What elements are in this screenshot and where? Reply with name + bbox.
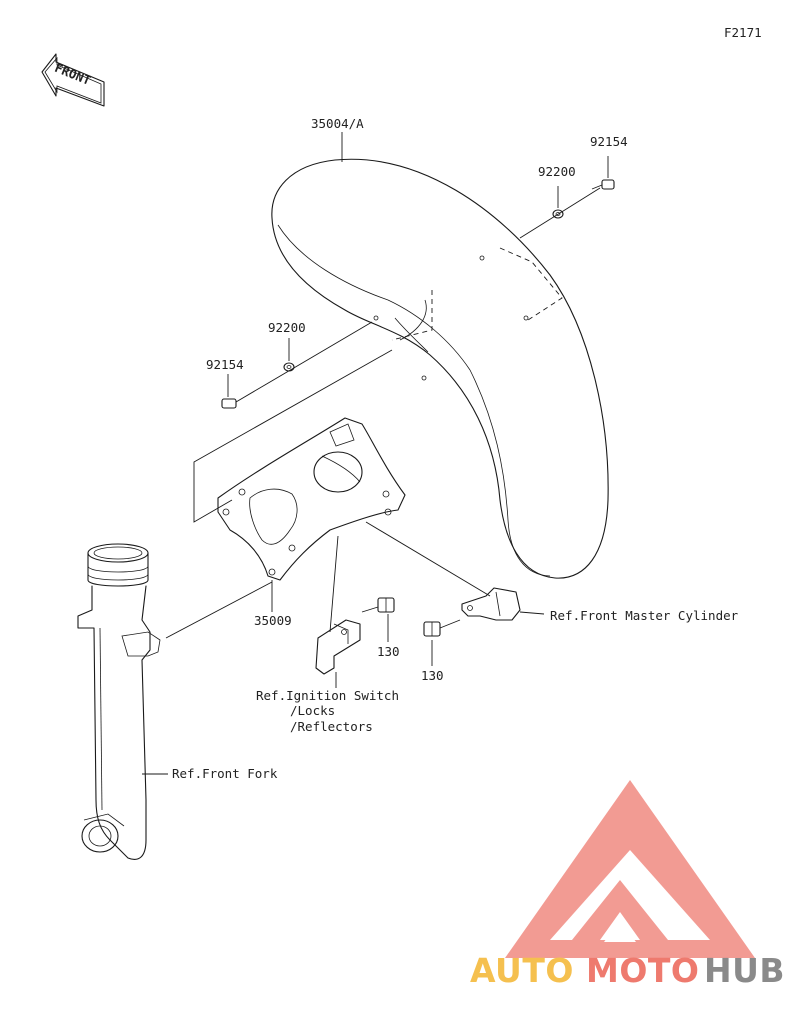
label-washer-left: 92200 [268, 320, 306, 335]
watermark-word-auto: AUTO [470, 951, 574, 990]
label-ref-ignition-2: /Locks [290, 703, 335, 718]
figure-code: F2171 [724, 25, 762, 40]
label-washer-top: 92200 [538, 164, 576, 179]
label-bolt-top: 92154 [590, 134, 628, 149]
label-ref-ignition-3: /Reflectors [290, 719, 373, 734]
watermark-logo: AUTO MOTO HUB [470, 780, 785, 990]
bolt-130-b [423, 619, 461, 637]
assembly-dashed-line-top [499, 247, 563, 321]
bolt-92154-left [221, 398, 237, 409]
fender-bracket-35009 [217, 417, 406, 581]
label-ref-ignition-1: Ref.Ignition Switch [256, 688, 399, 703]
front-fender [271, 158, 609, 579]
master-cylinder-bracket [461, 587, 521, 621]
washer-92200-top [552, 209, 564, 219]
watermark-word-hub: HUB [704, 951, 785, 990]
bolt-92154-top [591, 179, 615, 190]
front-fork [77, 543, 161, 860]
label-bolt-a: 130 [377, 644, 400, 659]
bolt-130-a [361, 597, 395, 613]
label-fender: 35004/A [311, 116, 364, 131]
label-bolt-left: 92154 [206, 357, 244, 372]
front-arrow-icon: FRONT [41, 53, 105, 107]
label-bolt-b: 130 [421, 668, 444, 683]
label-bracket: 35009 [254, 613, 292, 628]
ignition-switch-bracket [315, 619, 361, 675]
front-arrow-label: FRONT [53, 60, 94, 88]
washer-92200-left [283, 362, 295, 372]
bracket-plane-outline [193, 349, 393, 523]
watermark-word-moto: MOTO [586, 951, 699, 990]
label-ref-front-fork: Ref.Front Fork [172, 766, 278, 781]
assembly-dashed-line-left [391, 290, 433, 341]
label-ref-master-cylinder: Ref.Front Master Cylinder [550, 608, 739, 623]
